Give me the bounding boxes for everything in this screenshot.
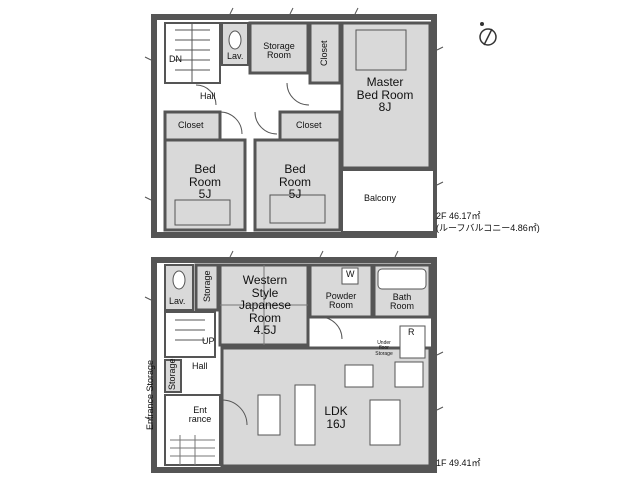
japanese-size: 4.5J [253,323,277,338]
under-floor-line2: floor [379,345,389,352]
up-label: UP [202,336,215,346]
powder-room-label: Powder Room [318,291,364,311]
master-line1: Master [366,75,404,89]
window-marks [144,250,444,421]
closet-vertical-2f [308,21,342,85]
storage-room-2f [248,21,310,75]
bedroom-1-label: Bed Room 5J [180,163,230,201]
hall-label-1f: Hall [192,361,208,371]
door-swing-icon [319,316,343,340]
window-marks [144,7,444,201]
bath-room-label: Bath Room [382,292,422,312]
door-swing-icon [195,84,217,106]
bathtub-icon [377,268,427,290]
bed1-line1: Bed [194,162,216,176]
hall-label-2f: Hall [200,91,216,101]
storage-room-label-2f: Storage Room [258,41,300,61]
entrance [164,394,221,466]
storage-room-line2: Room [266,50,291,61]
japanese-line2: Room [248,310,281,325]
bed1-size: 5J [198,187,212,202]
entrance-line2: rance [188,414,212,425]
door-swing-icon [221,399,248,426]
powder-line2: Room [328,300,353,311]
master-size: 8J [378,100,392,115]
storage-vertical-label-1f: Storage [202,270,212,302]
bedroom-2-label: Bed Room 5J [270,163,320,201]
north-arrow-icon [479,22,497,46]
bed1-line2: Room [188,174,221,189]
master-line2: Bed Room [356,87,414,102]
bedroom-2 [253,138,342,232]
japanese-room-label: Western Style Japanese Room 4.5J [226,274,304,337]
door-swing-icon [219,111,243,135]
coffee-table-icon [257,394,281,436]
dining-table-icon [369,399,401,446]
lav-label-2f: Lav. [227,51,244,61]
closet-a-2f [163,110,222,142]
stairs-1f [164,311,216,358]
entrance-label: Ent rance [186,405,214,425]
second-floor-area: 2F 46.17㎡ [436,211,481,221]
bed-icon [355,29,407,71]
japanese-line1: Japanese [238,298,292,313]
closet-b-label-2f: Closet [296,120,322,130]
ldk-size: 16J [326,416,346,431]
powder-room [308,263,374,319]
bed2-size: 5J [288,187,302,202]
tatami-lines [220,265,308,345]
balcony-area [341,169,435,233]
stair-treads-2f [175,23,210,83]
entrance-storage-label: Entrance Storage [145,359,155,430]
door-swing-icon [254,111,278,135]
master-bedroom-label: Master Bed Room 8J [346,76,424,114]
storage-room-line1: Storage [263,41,295,51]
ldk-label: LDK 16J [318,405,354,430]
toilet-icon [228,30,242,50]
under-floor-storage-label: Under floor Storage [372,340,396,357]
storage-small-1f [164,359,182,393]
first-floor-area: 1F 49.41㎡ [436,458,481,468]
balcony-label: Balcony [364,193,397,203]
fridge-icon [399,325,426,359]
entrance-line1: Ent [193,405,207,415]
storage-small-label-1f: Storage [167,358,177,390]
under-floor-line3: Storage [375,350,393,357]
bed2-line1: Bed [284,162,306,176]
second-floor-plan [144,7,444,238]
storage-vertical-1f [194,263,220,312]
master-bedroom [340,21,432,170]
bed-icon [174,199,231,226]
dn-label: DN [169,54,182,64]
bath-line1: Bath [392,292,412,302]
toilet-icon [172,270,186,290]
closet-b-2f [278,110,342,142]
closet-vertical-label-2f: Closet [319,40,329,66]
sink-icon [344,364,374,388]
fridge-mark: R [408,327,415,337]
closet-a-label-2f: Closet [178,120,204,130]
entrance-tiles [170,435,215,465]
door-swing-icon [286,82,310,106]
bed-icon [269,194,326,224]
first-floor-plan [144,250,444,473]
stove-icon [394,361,424,388]
sofa-icon [294,384,316,446]
washer-mark: W [346,269,355,279]
hall-2f [165,85,340,110]
washer-icon [341,267,359,285]
lav-label-1f: Lav. [169,296,186,306]
stair-treads-1f [175,319,205,341]
ldk-name: LDK [324,404,348,418]
powder-line1: Powder [325,291,357,301]
under-floor-line1: Under [377,340,391,346]
roof-balcony-note: (ルーフバルコニー4.86㎡) [436,223,540,233]
bath-line2: Room [389,301,414,312]
bedroom-1 [163,138,247,232]
western-line1: Western [242,273,288,287]
western-line2: Style [251,285,279,300]
bed2-line2: Room [278,174,311,189]
